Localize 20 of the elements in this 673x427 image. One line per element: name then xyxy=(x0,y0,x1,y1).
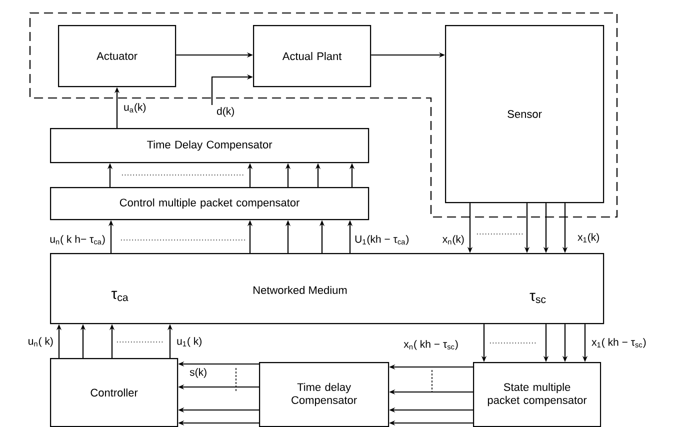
edge-label: d(k) xyxy=(217,107,234,117)
edge-label: x$_{n}$(k) xyxy=(442,235,464,245)
edge-label: u$_{1}$( k) xyxy=(177,337,202,347)
edge-label: x$_{n}$( kh − τ$_{sc}$) xyxy=(404,340,458,350)
edge-label: s(k) xyxy=(190,368,206,378)
edge-label: x$_{1}$(k) xyxy=(578,233,599,243)
controller-box: Controller xyxy=(50,358,178,427)
sensor-box: Sensor xyxy=(445,25,604,204)
edge-label: u$_{n}$( k h− τ$_{ca}$) xyxy=(50,235,105,245)
edge-label: u$_{a}$(k) xyxy=(124,103,146,113)
compensator-box: State multiple packet compensator xyxy=(473,362,602,427)
edge-label: U$_{1}$(kh − τ$_{ca}$) xyxy=(355,235,409,245)
plant-box: Actual Plant xyxy=(253,25,372,88)
compensator-box: Time delay Compensator xyxy=(259,362,390,427)
actuator-box: Actuator xyxy=(58,25,176,88)
compensator-box: Time Delay Compensator xyxy=(50,128,370,164)
edge-label: x$_{1}$( kh − τ$_{sc}$) xyxy=(592,338,646,348)
edge-label: u$_{n}$( k) xyxy=(28,337,53,347)
compensator-box: Control multiple packet compensator xyxy=(50,187,370,220)
network-box: τ$_{ca}$ Networked Medium τ$_{sc}$ xyxy=(50,252,604,324)
